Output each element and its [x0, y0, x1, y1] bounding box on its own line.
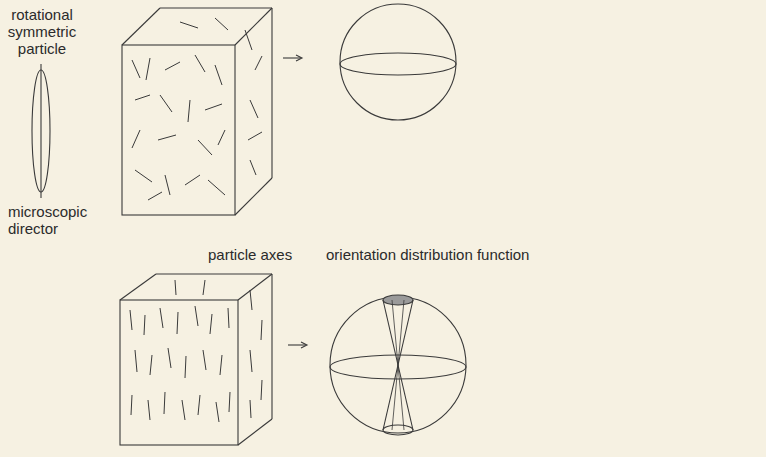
axes-label: particle axes [208, 246, 318, 263]
aligned-cube [120, 274, 272, 445]
odf-label: orientation distribution function [326, 246, 626, 263]
arrow [283, 55, 302, 61]
arrow [288, 342, 307, 348]
particle-label: rotational symmetric particle [2, 6, 82, 57]
random-cube [122, 8, 272, 215]
particle-symbol [32, 64, 50, 198]
oriented-sphere [330, 295, 466, 435]
director-label: microscopic director [8, 203, 118, 237]
isotropic-sphere [340, 4, 456, 120]
